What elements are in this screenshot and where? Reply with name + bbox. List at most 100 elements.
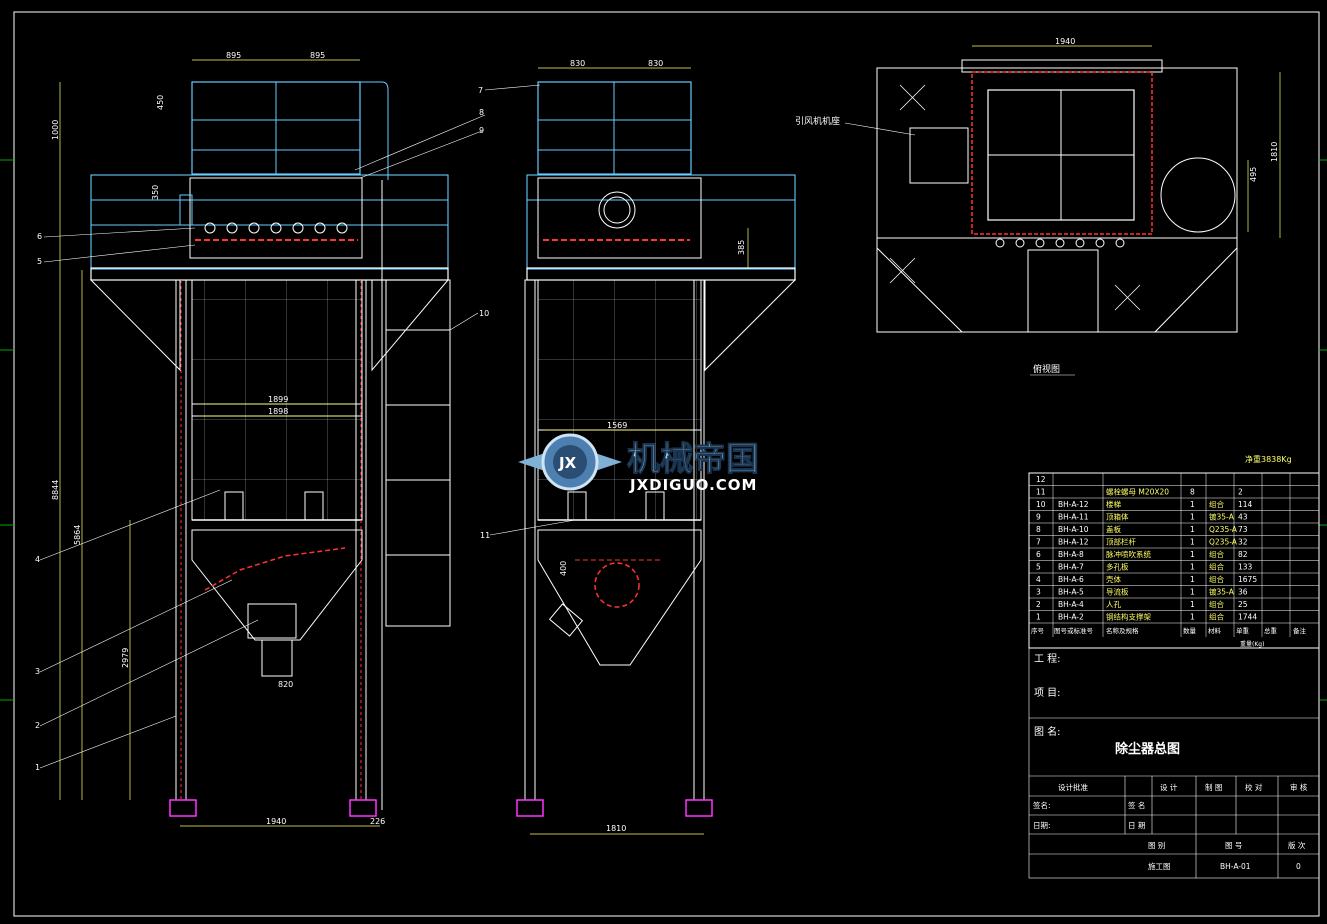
dim-front-w-1898: 1898: [268, 407, 288, 416]
balloon-10: 10: [479, 309, 489, 318]
dim-side-top-right: 830: [648, 59, 663, 68]
dim-plan-inner: 495: [1249, 167, 1258, 182]
balloon-6: 6: [37, 232, 42, 241]
dim-side-h-400: 400: [559, 561, 568, 576]
bom-cell-mat: 组合: [1209, 499, 1225, 509]
plan-view: 1940 1810 495 引风机机座 俯视图: [795, 37, 1281, 376]
bom-cell-mat: 组合: [1209, 549, 1225, 559]
tb-design: 设 计: [1160, 782, 1178, 792]
bom-cell-code: BH-A-5: [1058, 588, 1084, 597]
bom-cell-name: 人孔: [1106, 600, 1122, 609]
bom-cell-no: 3: [1036, 588, 1041, 597]
bom-cell-no: 9: [1036, 513, 1041, 522]
bom-cell-code: BH-A-10: [1058, 525, 1089, 534]
bom-cell-code: BH-A-12: [1058, 500, 1089, 509]
weight-label: 净重3838Kg: [1245, 454, 1292, 464]
bom-cell-w: 2: [1238, 488, 1243, 497]
bom-cell-qty: 8: [1190, 488, 1195, 497]
bom-header: 单重: [1236, 626, 1250, 635]
bom-cell-no: 5: [1036, 563, 1041, 572]
watermark: JX 机械帝国 JXDIGUO.COM: [518, 433, 760, 494]
tb-approval: 设计批准: [1058, 782, 1088, 792]
dim-front-top-left: 895: [226, 51, 241, 60]
bom-cell-name: 多孔板: [1106, 562, 1129, 572]
bom-header: 序号: [1031, 626, 1045, 635]
tb-date-label2: 日 期: [1128, 821, 1145, 830]
dim-front-h-450: 450: [156, 95, 165, 110]
title-block-text: 工 程: 项 目: 图 名: 除尘器总图 设计批准 设 计 制 图 校 对 审 …: [1033, 653, 1308, 871]
dim-front-h-total: 8844: [51, 480, 60, 500]
tb-date-label: 日期:: [1033, 821, 1051, 830]
bom-cell-code: BH-A-6: [1058, 575, 1084, 584]
balloon-4: 4: [35, 555, 40, 564]
bom-cell-no: 6: [1036, 550, 1041, 559]
bom-header: 总重: [1264, 626, 1278, 635]
wing-left-icon: [518, 452, 548, 472]
tb-sign-label: 签名:: [1033, 800, 1051, 810]
dim-front-h-350: 350: [151, 185, 160, 200]
dim-plan-width: 1940: [1055, 37, 1075, 46]
bom-header: 图号或标准号: [1054, 626, 1094, 635]
bom-cell-mat: 组合: [1209, 612, 1225, 622]
bom-cell-w: 114: [1238, 500, 1253, 509]
bom-cell-name: 楼梯: [1106, 499, 1122, 509]
tb-version-label: 版 次: [1288, 840, 1306, 850]
bom-cell-no: 8: [1036, 525, 1041, 534]
dim-side-base-1810: 1810: [606, 824, 626, 833]
bom-cell-w: 73: [1238, 525, 1248, 534]
tb-project-label: 工 程:: [1034, 653, 1061, 665]
bom-cell-no: 4: [1036, 575, 1041, 584]
dim-front-h-1000: 1000: [51, 120, 60, 140]
dim-front-base-226: 226: [370, 817, 385, 826]
balloon-2: 2: [35, 721, 40, 730]
bom-cell-no: 12: [1036, 475, 1046, 484]
sheet-border: [0, 11, 1327, 917]
tb-draft: 制 图: [1205, 782, 1222, 792]
balloon-5: 5: [37, 257, 42, 266]
dim-side-top-left: 830: [570, 59, 585, 68]
bom-cell-mat: 组合: [1209, 599, 1225, 609]
bom-cell-w: 36: [1238, 588, 1248, 597]
bom-cell-qty: 1: [1190, 588, 1195, 597]
bom-cell-code: BH-A-11: [1058, 513, 1089, 522]
balloon-7: 7: [478, 86, 483, 95]
bom-cell-qty: 1: [1190, 600, 1195, 609]
dim-side-h-385: 385: [737, 240, 746, 255]
bom-cell-mat: 组合: [1209, 562, 1225, 572]
bom-cell-w: 25: [1238, 600, 1248, 609]
bom-cell-w: 1675: [1238, 575, 1257, 584]
dim-front-base-1940: 1940: [266, 817, 286, 826]
dim-front-h-5864: 5864: [73, 525, 82, 545]
bom-cell-name: 壳体: [1106, 574, 1122, 584]
bom-weight-note: 重量(Kg): [1240, 640, 1264, 648]
bom-cell-code: BH-A-4: [1058, 600, 1084, 609]
bom-cell-mat: 组合: [1209, 574, 1225, 584]
dim-front-w-1899: 1899: [268, 395, 288, 404]
bom-cell-name: 脉冲喷吹系统: [1106, 549, 1151, 559]
bom-cell-w: 82: [1238, 550, 1248, 559]
bom-cell-code: BH-A-12: [1058, 538, 1089, 547]
bom-cell-qty: 1: [1190, 575, 1195, 584]
bom-cell-mat: Q235-A: [1209, 538, 1238, 547]
bom-cell-no: 7: [1036, 538, 1041, 547]
tb-item-label: 项 目:: [1034, 687, 1061, 699]
bom-cell-code: BH-A-7: [1058, 563, 1084, 572]
balloon-8: 8: [479, 108, 484, 117]
tb-check: 校 对: [1245, 782, 1263, 792]
bom-cell-mat: Q235-A: [1209, 525, 1238, 534]
wing-right-icon: [592, 452, 622, 472]
tb-drawing-name-label: 图 名:: [1034, 725, 1061, 738]
dim-front-top-right: 895: [310, 51, 325, 60]
bom-cell-name: 钢结构支撑架: [1106, 612, 1151, 622]
balloon-3: 3: [35, 667, 40, 676]
bom-cell-w: 1744: [1238, 613, 1257, 622]
balloon-9: 9: [479, 126, 484, 135]
bom-cell-name: 顶箱体: [1106, 512, 1129, 522]
dim-front-hopper-820: 820: [278, 680, 293, 689]
tb-number-label: 图 号: [1225, 841, 1242, 850]
bom-header: 名称及规格: [1106, 626, 1139, 635]
tb-sign-label2: 签 名: [1128, 800, 1145, 810]
bom-cell-w: 43: [1238, 513, 1248, 522]
